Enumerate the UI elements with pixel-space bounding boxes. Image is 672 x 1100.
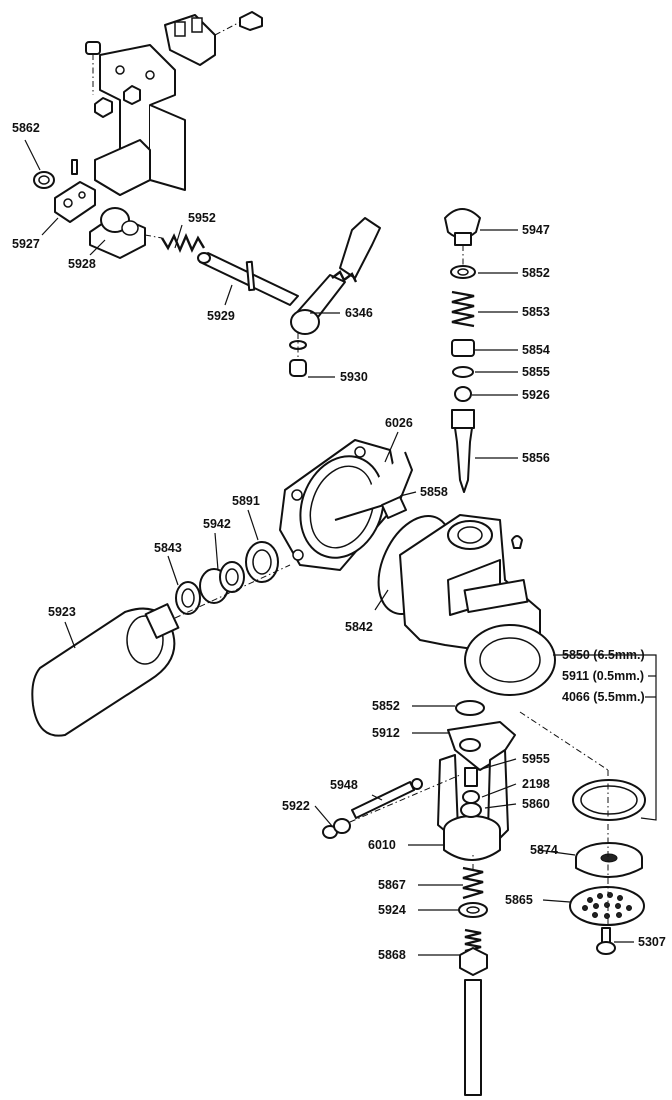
bracket-screws (85, 41, 141, 118)
washer-5843 (175, 581, 201, 615)
callout-5858: 5858 (420, 485, 448, 499)
ring-5850-5911-4066 (572, 779, 646, 821)
callout-5922: 5922 (282, 799, 310, 813)
callout-5955: 5955 (522, 752, 550, 766)
callout-6346: 6346 (345, 306, 373, 320)
washers-5942 (199, 561, 245, 604)
callout-5930: 5930 (340, 370, 368, 384)
diaphragm-plate (279, 439, 401, 571)
callout-5850: 5850 (6.5mm.) (562, 648, 645, 662)
lower-body (437, 700, 516, 861)
ring-5891 (245, 541, 279, 583)
handle-6346 (290, 217, 381, 335)
callout-4066: 4066 (5.5mm.) (562, 690, 645, 704)
valve-housing (399, 514, 556, 696)
callout-5928: 5928 (68, 257, 96, 271)
callout-5929: 5929 (207, 309, 235, 323)
callout-5867: 5867 (378, 878, 406, 892)
disc-5874 (575, 842, 643, 878)
callout-5948: 5948 (330, 778, 358, 792)
callout-6026: 6026 (385, 416, 413, 430)
leader-lines (24, 139, 657, 956)
callout-5868: 5868 (378, 948, 406, 962)
callout-5923: 5923 (48, 605, 76, 619)
callout-5927: 5927 (12, 237, 40, 251)
callout-5912: 5912 (372, 726, 400, 740)
callout-5942: 5942 (203, 517, 231, 531)
screen-5865 (569, 886, 645, 926)
block-5928 (89, 207, 146, 259)
lower-stack (458, 855, 488, 1096)
plate-5927 (54, 159, 96, 223)
valve-stack (444, 208, 481, 493)
callout-5926: 5926 (522, 388, 550, 402)
callout-5307: 5307 (638, 935, 666, 949)
callout-labels: 5862 5927 5928 5952 5929 6346 5930 5947 … (12, 121, 666, 962)
callout-5853: 5853 (522, 305, 550, 319)
screw-5307 (596, 927, 616, 955)
callout-5854: 5854 (522, 343, 550, 357)
callout-5911: 5911 (0.5mm.) (562, 669, 644, 683)
callout-5852-top: 5852 (522, 266, 550, 280)
mounting-bracket (94, 11, 263, 196)
fitting-5858 (381, 496, 407, 519)
callout-2198: 2198 (522, 777, 550, 791)
callout-5855: 5855 (522, 365, 550, 379)
callout-5952: 5952 (188, 211, 216, 225)
callout-5874: 5874 (530, 843, 558, 857)
callout-5947: 5947 (522, 223, 550, 237)
knob-5862 (33, 171, 55, 189)
callout-5852-bottom: 5852 (372, 699, 400, 713)
washers-5922 (322, 774, 461, 839)
tube-6026 (334, 451, 413, 521)
filter-5923 (31, 564, 291, 737)
callout-5865: 5865 (505, 893, 533, 907)
shaft-5929 (197, 252, 299, 306)
callout-5862: 5862 (12, 121, 40, 135)
spring-5952 (144, 232, 206, 254)
callout-5860: 5860 (522, 797, 550, 811)
callout-5843: 5843 (154, 541, 182, 555)
callout-6010: 6010 (368, 838, 396, 852)
callout-5856: 5856 (522, 451, 550, 465)
pin-5948 (351, 778, 423, 819)
screw-5930 (289, 333, 307, 377)
callout-5924: 5924 (378, 903, 406, 917)
callout-5891: 5891 (232, 494, 260, 508)
callout-5842: 5842 (345, 620, 373, 634)
